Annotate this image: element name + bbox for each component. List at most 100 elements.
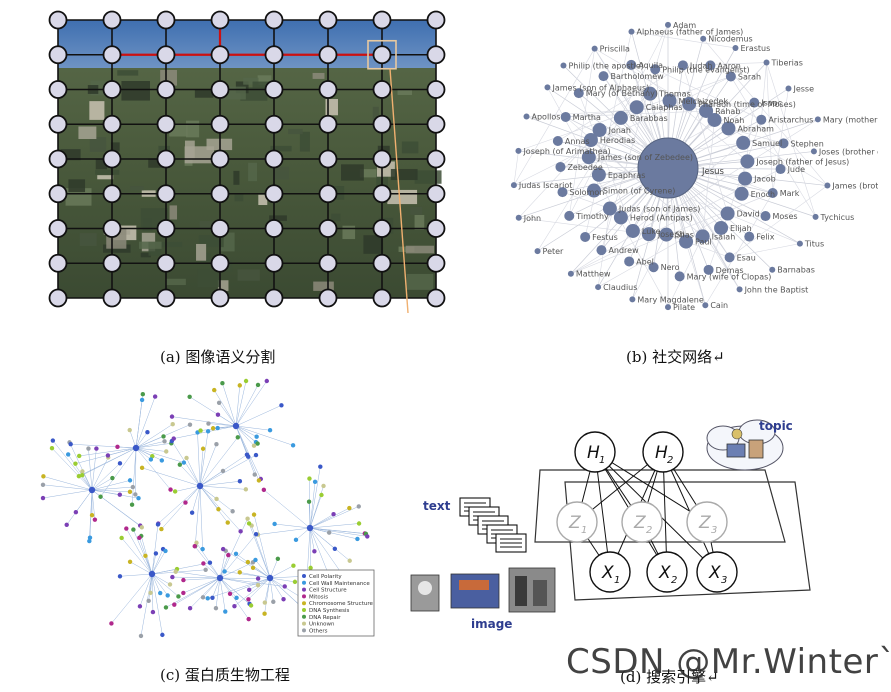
protein-edge (235, 425, 255, 475)
photo-texture-patch (243, 77, 259, 85)
protein-edge (135, 447, 171, 490)
protein-node (248, 603, 254, 608)
protein-node (214, 496, 219, 502)
node-label: Judas Iscariot (518, 181, 573, 190)
protein-edge (151, 573, 163, 635)
grid-node (102, 10, 122, 30)
protein-edge (199, 437, 238, 487)
network-edge (666, 234, 730, 258)
protein-node (177, 462, 183, 467)
protein-node (187, 422, 193, 427)
network-edge (667, 236, 703, 308)
legend-label: Cell Polarity (309, 574, 342, 580)
protein-edge (91, 489, 96, 520)
protein-node (164, 449, 169, 454)
protein-edge (219, 577, 259, 586)
photo-texture-patch (401, 141, 419, 154)
grid-node (210, 80, 230, 99)
node-person (515, 147, 522, 154)
photo-texture-patch (257, 75, 272, 86)
observed-node (696, 551, 738, 593)
protein-edge (309, 527, 336, 550)
node-person (626, 59, 637, 70)
node-person (756, 114, 767, 125)
protein-edge (269, 577, 284, 600)
node-person (523, 113, 530, 120)
grid-node (426, 288, 446, 308)
protein-edge (309, 527, 330, 533)
legend-swatch (302, 574, 306, 578)
protein-edge (194, 546, 221, 579)
caption-b: (b) 社交网络↵ (626, 348, 725, 366)
network-edge (570, 168, 781, 274)
protein-node (172, 489, 178, 494)
protein-hub (216, 574, 224, 582)
protein-node (238, 529, 243, 534)
aerial-photo-water (58, 20, 436, 68)
legend-label: Cell Structure (309, 588, 347, 594)
network-edge (588, 156, 801, 244)
node-person (724, 252, 735, 263)
protein-node (172, 602, 177, 607)
legend-swatch (302, 608, 306, 612)
protein-node (312, 549, 317, 554)
protein-edge (235, 380, 247, 427)
node-label: Adam (673, 21, 696, 30)
node-person (515, 214, 522, 221)
node-label: Mary (of Bethany) (586, 89, 658, 98)
node-person (629, 100, 644, 115)
protein-edge (161, 485, 201, 530)
node-label: David (737, 209, 760, 218)
caption-c: (c) 蛋白质生物工程 (160, 666, 290, 684)
protein-node (184, 455, 189, 461)
photo-texture-patch (121, 81, 150, 101)
photo-texture-patch (258, 194, 268, 206)
node-person (586, 183, 601, 198)
protein-node (160, 632, 165, 638)
protein-node (255, 583, 261, 588)
grid-node (102, 288, 122, 308)
protein-node (203, 567, 208, 573)
network-edge (570, 119, 819, 274)
grid-node (372, 80, 392, 99)
protein-edge (126, 528, 153, 575)
node-person (749, 97, 760, 108)
node-person (583, 133, 598, 148)
node-label: Sarah (738, 72, 761, 81)
protein-node (252, 472, 257, 477)
observed-node-subscript: 1 (614, 575, 620, 586)
protein-node (247, 587, 252, 593)
network-edge (597, 213, 728, 288)
protein-node (222, 569, 227, 574)
protein-edge (42, 489, 93, 499)
protein-node (291, 563, 296, 568)
network-edge (761, 62, 767, 120)
legend-label: Unknown (309, 622, 335, 628)
node-label: Elijah (730, 224, 752, 233)
protein-node (130, 484, 136, 490)
protein-edge (235, 425, 262, 480)
node-person (598, 71, 609, 82)
protein-node (205, 429, 211, 434)
photo-texture-patch (117, 70, 139, 76)
node-person (665, 21, 671, 28)
protein-node (117, 492, 123, 497)
protein-node (155, 522, 161, 527)
node-person (769, 266, 776, 273)
protein-edge (219, 518, 248, 579)
grid-node (372, 149, 392, 169)
protein-edge (235, 425, 294, 446)
grid-node (426, 45, 446, 65)
node-person (564, 210, 575, 221)
node-label: Thomas (658, 90, 691, 99)
network-edge (655, 69, 762, 120)
protein-node (255, 576, 261, 581)
protein-node (137, 604, 143, 609)
photo-texture-patch (233, 170, 240, 185)
protein-edge (131, 447, 137, 505)
grid-node (156, 149, 176, 169)
protein-edge (91, 486, 133, 491)
node-person (785, 85, 792, 92)
protein-edge (151, 573, 161, 594)
